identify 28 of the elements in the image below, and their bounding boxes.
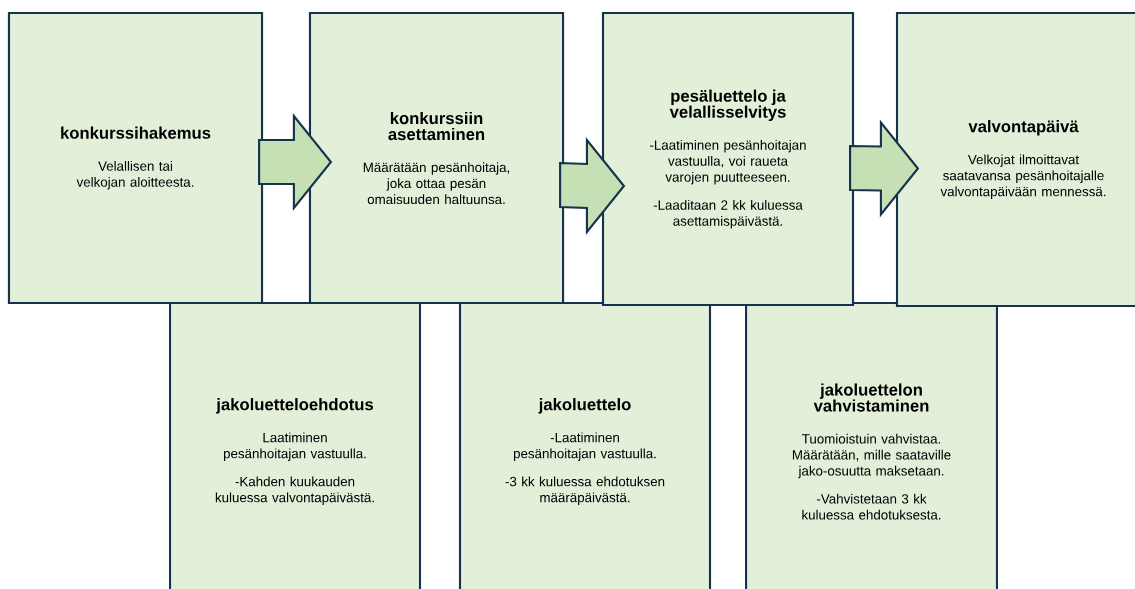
- body-text: Velkojat ilmoittavat saatavansa pesänhoitajalle valvontapäivään mennessä.: [940, 154, 1106, 199]
- heading-text: konkurssihakemus: [61, 126, 211, 139]
- heading-text: jakoluetteloehdotus: [216, 398, 374, 414]
- body-text: -Laaditaan 2 kk kuluessa asettamispäivästä.: [653, 200, 803, 229]
- process-box: [7, 11, 264, 305]
- body-text: -Vahvistetaan 3 kk kuluessa ehdotuksesta.: [802, 493, 941, 520]
- body-text: -3 kk kuluessa ehdotuksen määräpäivästä.: [505, 476, 665, 505]
- body-text: Määrätään pesänhoitaja, joka ottaa pesän omaisuuden haltuunsa.: [363, 162, 510, 205]
- process-box: [744, 301, 999, 589]
- block-arrow: [258, 112, 333, 212]
- process-box: [458, 301, 712, 589]
- body-text: Laatiminen pesänhoitajan vastuulla.: [223, 432, 366, 461]
- process-box: [601, 11, 855, 307]
- heading-text: jakoluettelo: [538, 398, 631, 414]
- block-arrow: [849, 119, 920, 218]
- heading-text: valvontapäivä: [968, 120, 1079, 136]
- body-text: Tuomioistuin vahvistaa. Määrätään, mille saataville jako-osuutta maksetaan.: [792, 433, 951, 479]
- body-text: Velallisen tai velkojan aloitteesta.: [76, 161, 194, 190]
- body-text: -Laatiminen pesänhoitajan vastuulla, voi raueta varojen puutteeseen.: [650, 140, 806, 185]
- heading-text: jakoluettelon vahvistaminen: [813, 383, 929, 412]
- process-box: [168, 301, 422, 589]
- process-box: [895, 11, 1135, 308]
- heading-text: pesäluettelo ja velallisselvitys: [669, 89, 786, 122]
- body-text: -Kahden kuukauden kuluessa valvontapäivästä.: [215, 476, 374, 505]
- process-box: [308, 11, 565, 305]
- block-arrow: [559, 136, 626, 236]
- heading-text: konkurssiin asettaminen: [388, 111, 485, 141]
- body-text: -Laatiminen pesänhoitajan vastuulla.: [513, 432, 656, 461]
